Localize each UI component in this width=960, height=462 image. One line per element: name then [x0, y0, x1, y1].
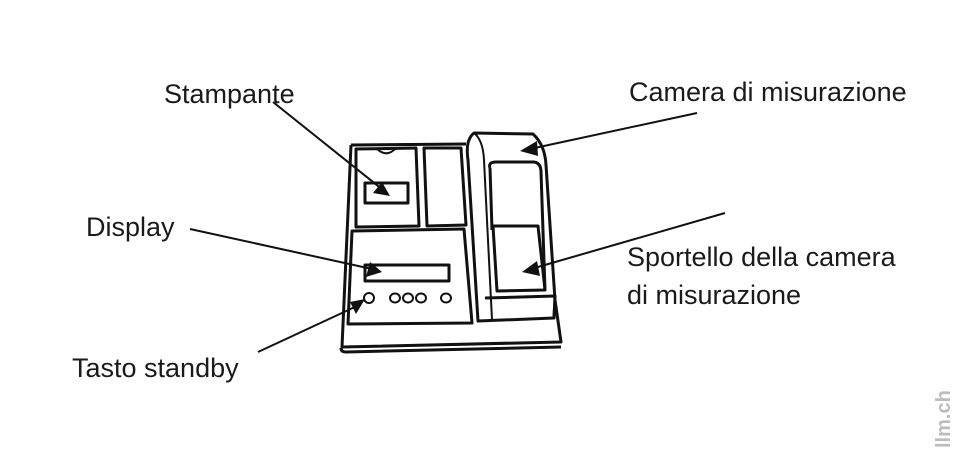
standby-leader	[257, 305, 358, 353]
printer-arrow-icon	[373, 182, 390, 196]
chamber-door	[491, 224, 547, 293]
button-3[interactable]	[415, 292, 427, 304]
chamber-window	[488, 160, 547, 291]
label-display: Display	[86, 212, 175, 242]
device-illustration	[339, 131, 563, 354]
standby-button[interactable]	[363, 292, 375, 304]
door-leader	[530, 212, 726, 270]
device-base	[340, 144, 563, 349]
chamber-arrow-icon	[520, 141, 538, 156]
printer-leader	[272, 101, 384, 191]
callouts	[189, 101, 726, 353]
watermark: llm.ch	[933, 390, 955, 448]
label-chamber: Camera di misurazione	[629, 77, 907, 107]
printer-slot	[363, 181, 410, 205]
label-printer: Stampante	[164, 79, 295, 109]
control-buttons	[363, 292, 452, 304]
door-arrow-icon	[522, 261, 540, 276]
standby-arrow-icon	[350, 299, 365, 314]
chamber-ledge	[484, 294, 557, 319]
display-leader	[189, 228, 373, 270]
label-standby: Tasto standby	[72, 353, 239, 383]
label-door-line2: di misurazione	[627, 280, 801, 310]
device-top-edge	[350, 142, 467, 147]
display-screen	[363, 263, 451, 283]
button-1[interactable]	[389, 292, 401, 304]
chamber-leader	[529, 112, 698, 150]
side-compartment	[422, 146, 468, 228]
button-4[interactable]	[440, 292, 452, 304]
device-base-edge	[339, 345, 562, 354]
button-2[interactable]	[402, 292, 414, 304]
label-door-line1: Sportello della camera	[627, 242, 897, 272]
printer-notch	[376, 147, 397, 155]
chamber-window-left	[488, 167, 494, 231]
chamber-tower-fold	[473, 132, 493, 321]
display-arrow-icon	[366, 262, 382, 277]
control-panel	[346, 227, 474, 326]
